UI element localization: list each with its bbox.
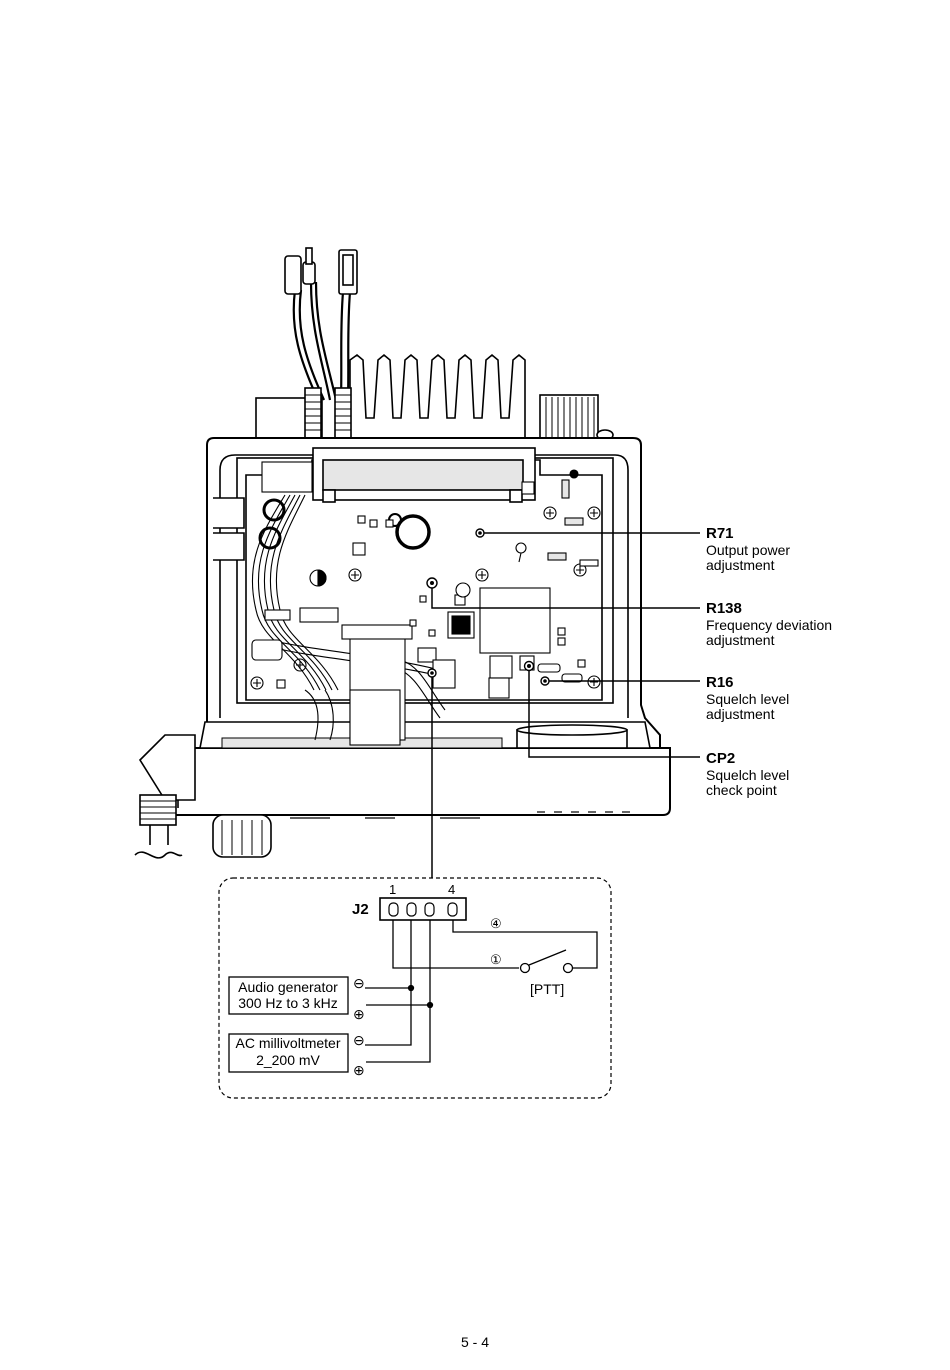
millivoltmeter-plus: ⊕ <box>353 1062 365 1078</box>
j2-label: J2 <box>352 901 369 918</box>
j2-connector <box>379 897 467 921</box>
audio-generator-line1: Audio generator <box>238 979 338 995</box>
board-details <box>250 461 601 746</box>
j2-pin1-label: 1 <box>389 882 396 897</box>
volume-knob <box>212 814 272 858</box>
page-number: 5 - 4 <box>460 1334 489 1350</box>
radio-body <box>158 437 671 819</box>
mic-connector <box>134 734 196 859</box>
r71-desc-line2: adjustment <box>706 557 775 573</box>
test-wiring <box>365 920 598 1063</box>
cp2-ref: CP2 <box>706 750 735 767</box>
millivoltmeter-minus: ⊖ <box>353 1032 365 1048</box>
inset-labels: 1 4 J2 ④ ① [PTT] Audio generator 300 Hz … <box>235 882 564 1078</box>
audio-generator-box <box>228 976 349 1015</box>
j2-pin4-label: 4 <box>448 882 455 897</box>
top-cables <box>284 247 358 401</box>
test-setup-inset <box>218 877 612 1099</box>
r16-desc-line1: Squelch level <box>706 691 789 707</box>
r138-ref: R138 <box>706 600 742 617</box>
cp2-desc-line1: Squelch level <box>706 767 789 783</box>
antenna-connector <box>539 394 614 441</box>
wire-1-label: ① <box>490 952 502 967</box>
heatsink <box>255 353 526 445</box>
r16-desc-line2: adjustment <box>706 706 775 722</box>
cp2-desc-line2: check point <box>706 782 777 798</box>
millivoltmeter-box <box>228 1033 349 1073</box>
millivoltmeter-line2: 2_200 mV <box>256 1052 320 1068</box>
audio-generator-plus: ⊕ <box>353 1006 365 1022</box>
r71-desc-line1: Output power <box>706 542 790 558</box>
millivoltmeter-line1: AC millivoltmeter <box>235 1035 340 1051</box>
callout-labels: R71 Output power adjustment R138 Frequen… <box>706 525 832 798</box>
r16-ref: R16 <box>706 674 734 691</box>
r138-desc-line1: Frequency deviation <box>706 617 832 633</box>
audio-generator-line2: 300 Hz to 3 kHz <box>238 995 338 1011</box>
r138-desc-line2: adjustment <box>706 632 775 648</box>
leader-lines <box>431 532 700 878</box>
audio-generator-minus: ⊖ <box>353 975 365 991</box>
ptt-label: [PTT] <box>530 981 564 997</box>
wire-4-label: ④ <box>490 916 502 931</box>
r71-ref: R71 <box>706 525 734 542</box>
